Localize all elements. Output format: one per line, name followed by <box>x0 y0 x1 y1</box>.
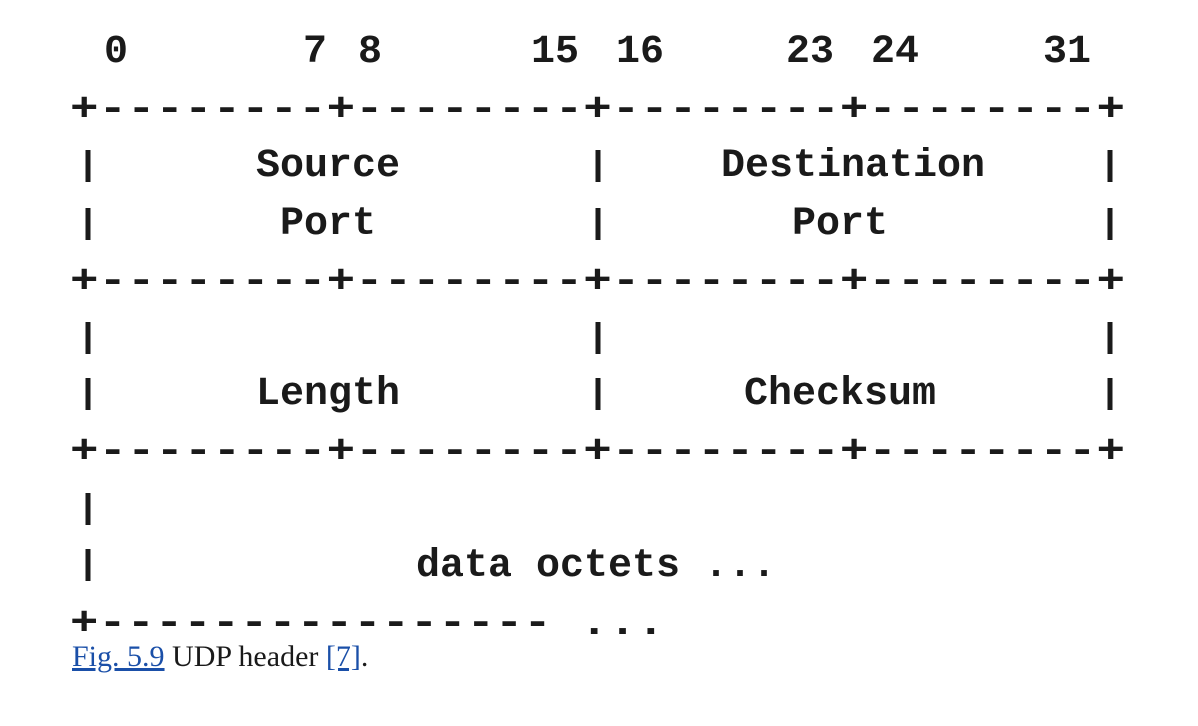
udp-header-diagram: 0 7 8 15 16 23 24 31 +--------+--------+… <box>70 30 1125 647</box>
border-row-bottom: +---------------- ... <box>70 602 665 647</box>
source-port-label-line1: Source <box>256 144 400 189</box>
caption-text: UDP header <box>172 640 319 673</box>
source-port-label-line2: Port <box>280 202 376 247</box>
figure-link[interactable]: Fig. 5.9 <box>72 640 165 673</box>
data-octets-label: data octets ... <box>416 544 776 589</box>
destination-port-label-line1: Destination <box>721 144 985 189</box>
bit-number-24: 24 <box>871 30 919 75</box>
bit-number-31: 31 <box>1043 30 1091 75</box>
bit-number-15: 15 <box>531 30 579 75</box>
bit-number-23: 23 <box>786 30 834 75</box>
bit-number-7: 7 <box>303 30 327 75</box>
bit-number-8: 8 <box>358 30 382 75</box>
destination-port-label-line2: Port <box>792 202 888 247</box>
length-label: Length <box>256 372 400 417</box>
caption-end: . <box>360 640 369 673</box>
checksum-label: Checksum <box>744 372 936 417</box>
reference-link[interactable]: [7] <box>325 640 361 673</box>
border-row-lower: +--------+--------+--------+--------+ <box>70 430 1125 475</box>
vertical-separators <box>85 150 1113 581</box>
bit-number-16: 16 <box>616 30 664 75</box>
figure-caption: Fig. 5.9 UDP header [7]. <box>72 640 368 674</box>
border-row-top: +--------+--------+--------+--------+ <box>70 88 1125 133</box>
bit-number-0: 0 <box>104 30 128 75</box>
border-row-middle: +--------+--------+--------+--------+ <box>70 260 1125 305</box>
